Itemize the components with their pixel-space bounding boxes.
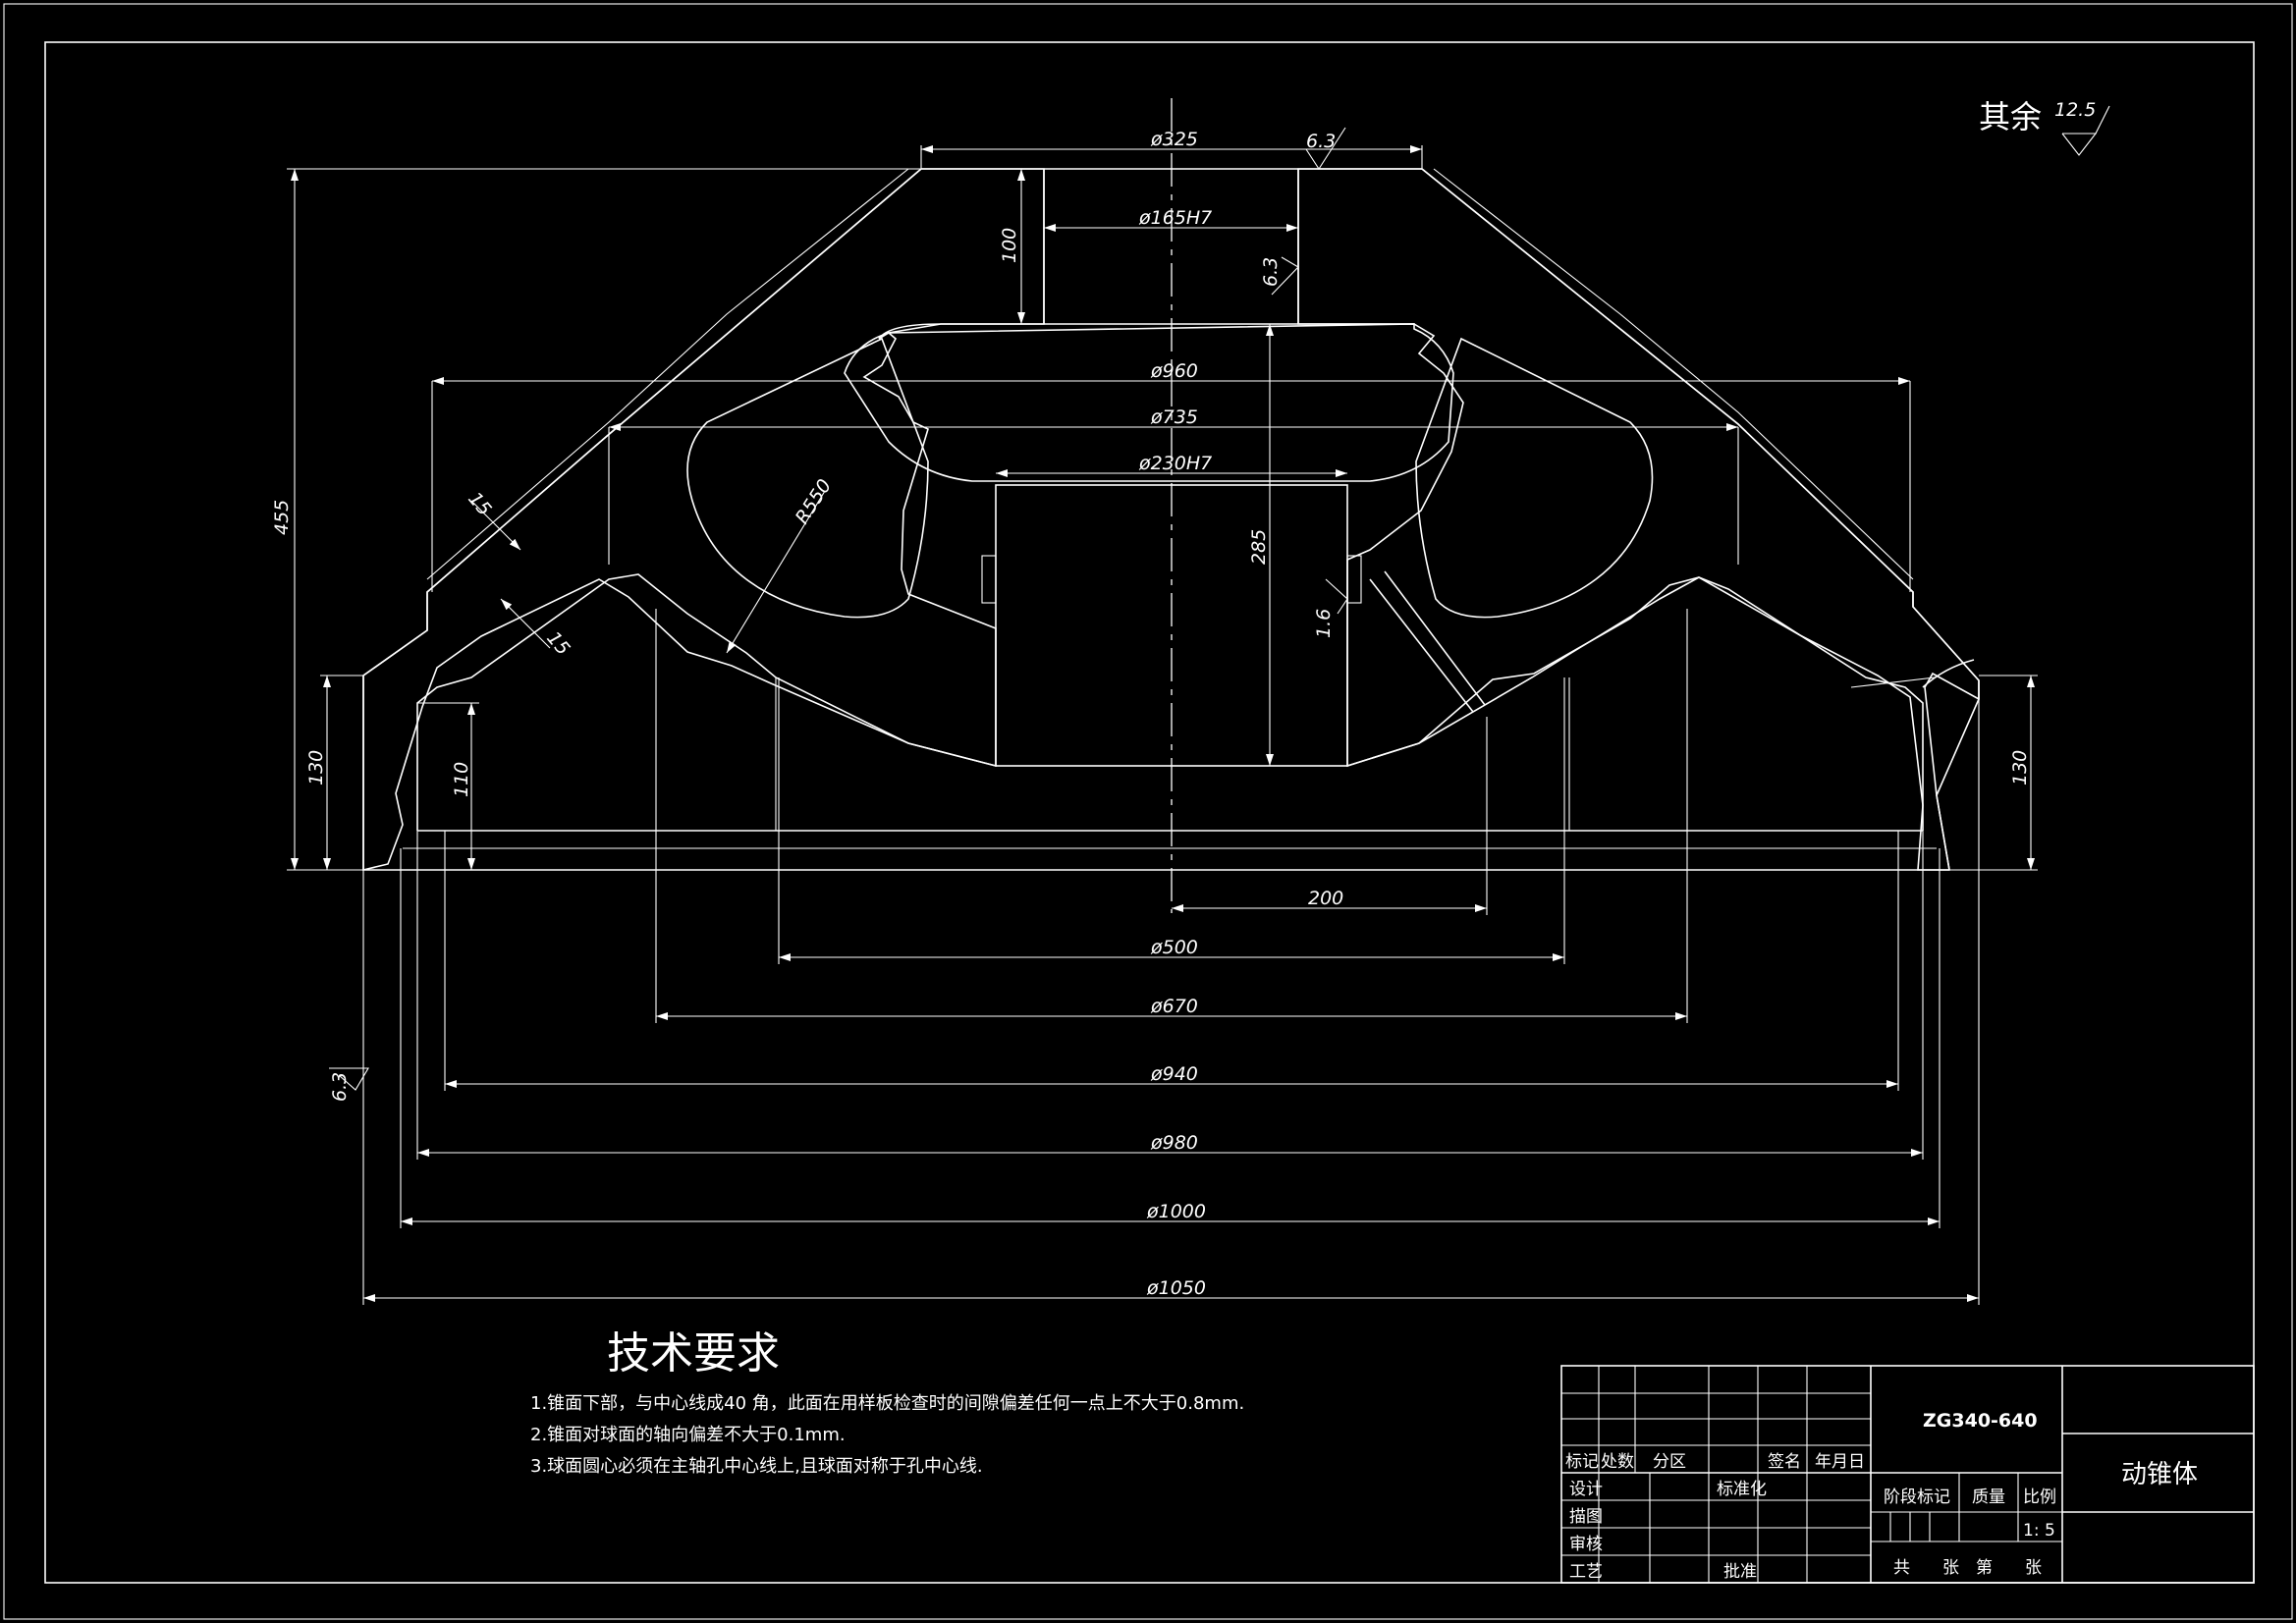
dim-r550: R550 bbox=[792, 475, 836, 527]
roughness-bore: 6.3 bbox=[1260, 257, 1282, 287]
dim-d1000: ø1000 bbox=[1146, 1201, 1206, 1222]
tb-scale-value: 1: 5 bbox=[2023, 1521, 2055, 1541]
tb-material: ZG340-640 bbox=[1923, 1410, 2038, 1432]
tb-mass: 质量 bbox=[1972, 1488, 2005, 1507]
tb-header-zone: 分区 bbox=[1653, 1452, 1686, 1472]
roughness-symbols: 6.3 6.3 1.6 6.3 其余 12.5 bbox=[329, 98, 2110, 1102]
tb-sheet-total: 共 bbox=[1893, 1558, 1910, 1578]
roughness-inner: 1.6 bbox=[1313, 609, 1335, 638]
dim-d940: ø940 bbox=[1150, 1063, 1198, 1085]
roughness-left: 6.3 bbox=[329, 1072, 351, 1102]
tech-item-3: 3.球面圆心必须在主轴孔中心线上,且球面对称于孔中心线. bbox=[530, 1456, 983, 1477]
dim-d980: ø980 bbox=[1150, 1132, 1198, 1154]
tech-requirements: 技术要求 1.锥面下部，与中心线成40 角，此面在用样板检查时的间隙偏差任何一点… bbox=[530, 1328, 1244, 1477]
roughness-symbol-icon bbox=[1305, 127, 1346, 171]
drawing-border bbox=[44, 41, 2255, 1584]
dim-t15a: 15 bbox=[464, 488, 495, 520]
tb-part-name: 动锥体 bbox=[2121, 1460, 2198, 1489]
outer-frame bbox=[3, 3, 2293, 1620]
tech-title: 技术要求 bbox=[607, 1328, 780, 1379]
tech-item-2: 2.锥面对球面的轴向偏差不大于0.1mm. bbox=[530, 1425, 846, 1445]
tb-scale-label: 比例 bbox=[2023, 1488, 2056, 1507]
dim-t15b: 15 bbox=[542, 627, 574, 660]
dim-h100: 100 bbox=[999, 228, 1020, 263]
tb-standardization: 标准化 bbox=[1717, 1480, 1767, 1499]
dim-d670: ø670 bbox=[1150, 996, 1198, 1017]
roughness-note-value: 12.5 bbox=[2054, 99, 2096, 121]
dim-w200: 200 bbox=[1308, 888, 1343, 909]
dim-h455: 455 bbox=[271, 500, 293, 535]
roughness-note-label: 其余 bbox=[1979, 98, 2042, 135]
dim-d500: ø500 bbox=[1150, 937, 1198, 958]
dimensions: ø325 ø165H7 ø960 ø735 ø230H7 455 100 285… bbox=[271, 129, 2038, 1305]
tb-sheet-no: 第 bbox=[1976, 1558, 1993, 1578]
dim-d960: ø960 bbox=[1150, 360, 1198, 382]
roughness-top: 6.3 bbox=[1306, 131, 1336, 152]
tb-sheet-unit2: 张 bbox=[2025, 1558, 2042, 1578]
tb-row-design: 设计 bbox=[1569, 1480, 1603, 1499]
tb-header-sign: 签名 bbox=[1768, 1452, 1801, 1472]
tb-header-date: 年月日 bbox=[1815, 1452, 1865, 1472]
roughness-symbol-icon bbox=[329, 1067, 369, 1091]
dim-h130-left: 130 bbox=[305, 750, 327, 785]
dim-h285: 285 bbox=[1248, 529, 1270, 565]
title-block: ZG340-640 动锥体 标记 处数 分区 签名 年月日 设计 描图 审核 工… bbox=[1560, 1365, 2255, 1584]
roughness-symbol-icon bbox=[1271, 256, 1299, 296]
tb-row-process: 工艺 bbox=[1569, 1562, 1603, 1582]
tb-row-review: 审核 bbox=[1569, 1535, 1603, 1554]
dim-h130-right: 130 bbox=[2009, 750, 2031, 785]
dim-d1050: ø1050 bbox=[1146, 1277, 1206, 1299]
roughness-symbol-icon bbox=[1325, 578, 1348, 615]
tb-approve: 批准 bbox=[1723, 1562, 1757, 1582]
tb-header-mark: 标记 bbox=[1565, 1452, 1599, 1472]
tb-header-count: 处数 bbox=[1601, 1452, 1634, 1472]
dim-h110: 110 bbox=[451, 762, 472, 797]
dim-d735: ø735 bbox=[1150, 406, 1198, 428]
tb-sheet-unit1: 张 bbox=[1942, 1558, 1959, 1578]
roughness-symbol-icon bbox=[2061, 133, 2098, 156]
tb-row-trace: 描图 bbox=[1569, 1507, 1603, 1527]
dim-d165: ø165H7 bbox=[1138, 207, 1212, 229]
dim-d325: ø325 bbox=[1150, 129, 1198, 150]
tb-stage-mark: 阶段标记 bbox=[1884, 1488, 1950, 1507]
tech-item-1: 1.锥面下部，与中心线成40 角，此面在用样板检查时的间隙偏差任何一点上不大于0… bbox=[530, 1393, 1244, 1414]
dim-d230: ø230H7 bbox=[1138, 453, 1212, 474]
